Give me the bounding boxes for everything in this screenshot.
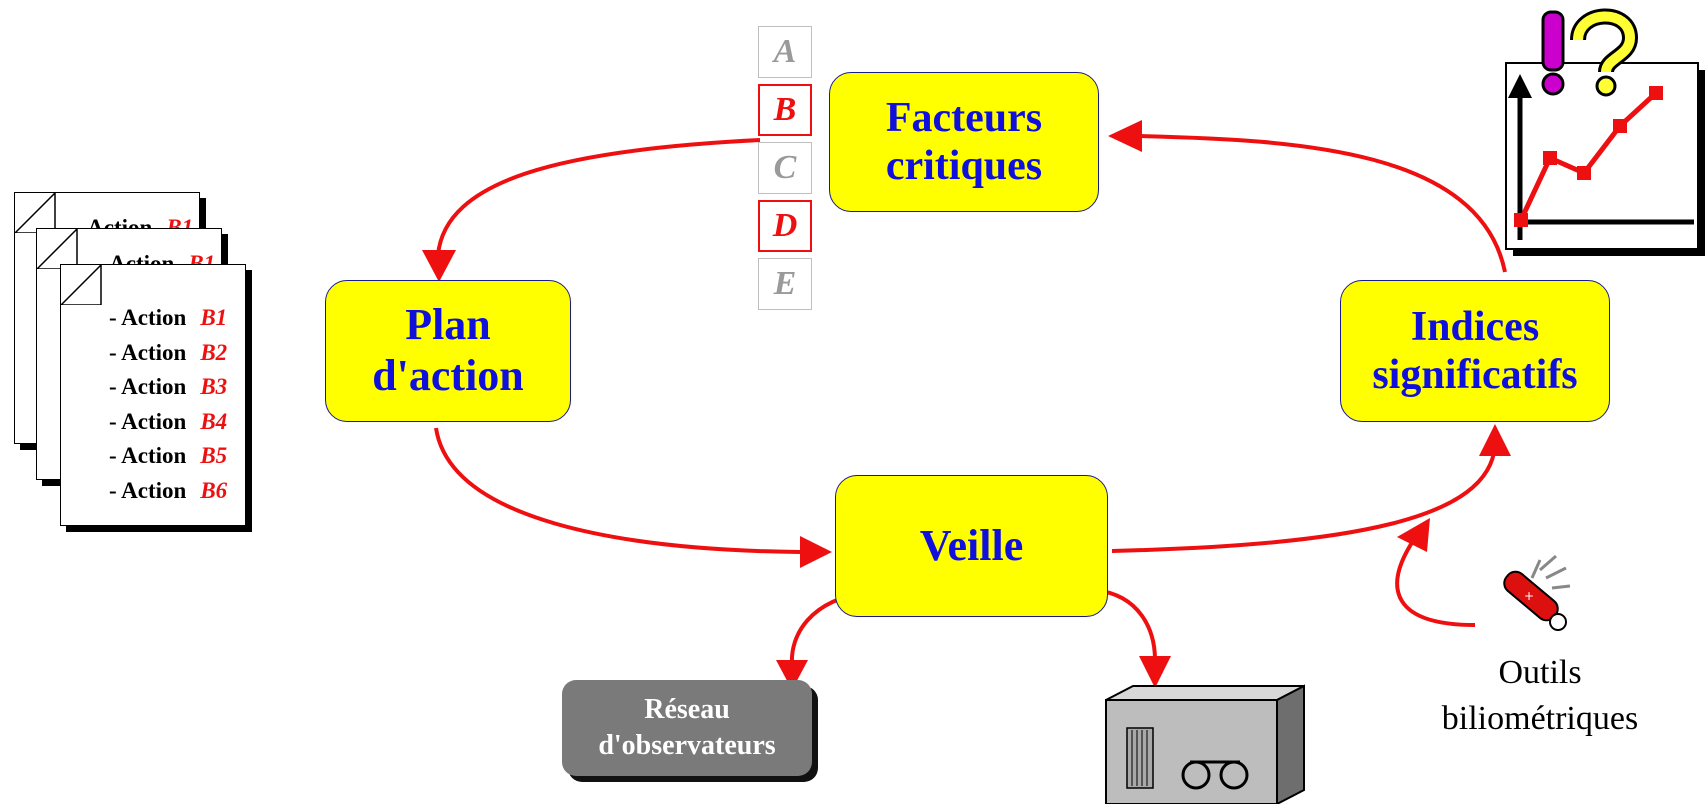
arrowhead-plan [422, 250, 456, 282]
outils-label: Outils biliométriques [1400, 650, 1680, 742]
indices-line2: significatifs [1372, 352, 1578, 398]
arrowhead-radio [1139, 656, 1171, 688]
arrowhead-facteurs [1108, 120, 1142, 152]
letter-b: B [758, 84, 812, 136]
outils-line1: Outils [1498, 654, 1582, 691]
arrowhead-reseau [776, 660, 808, 690]
node-veille: Veille [835, 475, 1108, 617]
svg-text:+: + [1524, 589, 1534, 603]
arrowhead-outils [1397, 518, 1430, 552]
letter-d: D [758, 200, 812, 252]
arrow-outils [1395, 536, 1476, 627]
node-indices-significatifs: Indices significatifs [1340, 280, 1610, 422]
radio-device-icon [1105, 684, 1305, 804]
reseau-line2: d'observateurs [598, 730, 776, 761]
plan-line2: d'action [372, 351, 524, 400]
letter-c: C [758, 142, 812, 194]
arrow-plan-to-veille [434, 427, 801, 554]
plan-line1: Plan [405, 300, 491, 350]
arrowhead-indices [1479, 424, 1511, 456]
letter-a: A [758, 26, 812, 78]
arrow-indices-to-facteurs [1139, 134, 1507, 273]
arrowhead-veille-left [800, 536, 832, 568]
reseau-observateurs-box: Réseau d'observateurs [562, 680, 812, 776]
exclamation-question-chart-icon [1505, 8, 1705, 256]
outils-line2: biliométriques [1441, 699, 1639, 737]
arrow-facteurs-to-plan [436, 138, 761, 256]
veille-label: Veille [919, 520, 1024, 570]
letter-e: E [758, 258, 812, 310]
facteurs-line1: Facteurs [885, 94, 1043, 141]
node-facteurs-critiques: Facteurs critiques [829, 72, 1099, 212]
swiss-knife-icon: + [1503, 554, 1571, 631]
reseau-line1: Réseau [644, 693, 730, 725]
arrow-veille-to-indices [1111, 444, 1497, 553]
arrow-veille-radio [1094, 588, 1157, 661]
indices-line1: Indices [1410, 303, 1540, 350]
node-plan-action: Plan d'action [325, 280, 571, 422]
facteurs-line2: critiques [885, 143, 1043, 189]
